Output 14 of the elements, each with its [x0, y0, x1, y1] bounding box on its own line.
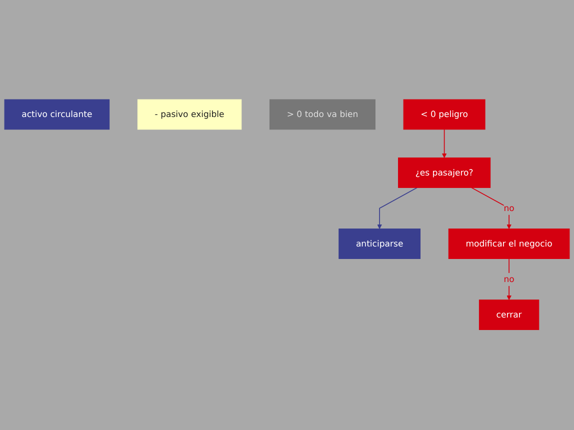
arrow — [506, 258, 512, 300]
node-box: cerrar — [478, 300, 540, 330]
arrow — [471, 188, 512, 230]
node-box: modificar el negocio — [448, 228, 570, 260]
arrow — [442, 129, 447, 158]
edge-label: no — [504, 203, 514, 214]
node-box: anticiparse — [338, 228, 421, 260]
node-box: > 0 todo va bien — [270, 100, 376, 130]
edge-label: no — [504, 274, 514, 285]
node-box: activo circulante — [4, 100, 110, 130]
node-box: < 0 peligro — [403, 100, 486, 130]
node-box: - pasivo exigible — [137, 100, 242, 130]
node-box: ¿es pasajero? — [398, 158, 491, 188]
arrow — [377, 188, 418, 230]
